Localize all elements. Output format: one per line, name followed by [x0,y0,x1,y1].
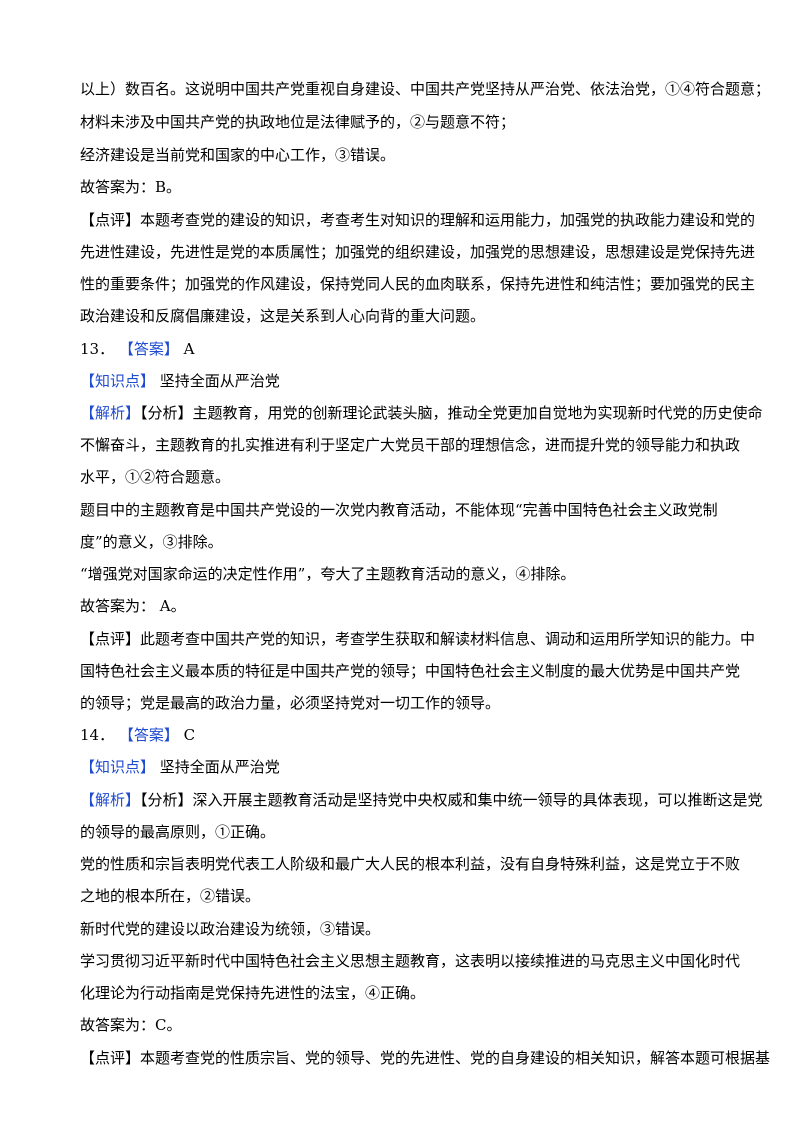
text-line: 以上）数百名。这说明中国共产党重视自身建设、中国共产党坚持从严治党、依法治党，①… [80,80,771,98]
text-line: 性的重要条件；加强党的作风建设，保持党同人民的血肉联系，保持先进性和纯洁性；要加… [80,275,756,293]
answer-value: C [183,726,196,744]
q14-knowledge-line: 【知识点】 坚持全面从严治党 [80,756,728,778]
answer-value: A [183,340,195,358]
answer-tag: 【答案】 [118,726,179,744]
q14-analysis-line: 【解析】【分析】深入开展主题教育活动是坚持党中央权威和集中统一领导的具体表现，可… [80,789,763,811]
text-line: 先进性建设，先进性是党的本质属性；加强党的组织建设，加强党的思想建设，思想建设是… [80,243,756,261]
text-line: 的领导的最高原则，①正确。 [80,823,276,841]
text-line: 的领导；党是最高的政治力量，必须坚持党对一切工作的领导。 [80,694,501,712]
text-line: 不懈奋斗，主题教育的扎实推进有利于坚定广大党员干部的理想信念，进而提升党的领导能… [80,436,741,454]
knowledge-tag: 【知识点】 [80,372,156,390]
analysis-text: 【分析】主题教育，用党的创新理论武装头脑，推动全党更加自觉地为实现新时代党的历史… [140,404,763,422]
text-line: 故答案为： A。 [80,597,186,615]
text-line: 水平，①②符合题意。 [80,468,231,486]
text-line: “增强党对国家命运的决定性作用”，夸大了主题教育活动的意义，④排除。 [80,565,576,583]
text-line: 度”的意义，③排除。 [80,533,223,551]
answer-tag: 【答案】 [118,340,179,358]
text-line: 党的性质和宗旨表明党代表工人阶级和最广大人民的根本利益，没有自身特殊利益，这是党… [80,855,741,873]
q13-knowledge-line: 【知识点】 坚持全面从严治党 [80,370,728,392]
analysis-tag: 【解析】 [80,791,141,809]
text-line: 故答案为：B。 [80,178,182,196]
q13-analysis-line: 【解析】【分析】主题教育，用党的创新理论武装头脑，推动全党更加自觉地为实现新时代… [80,402,763,424]
text-line: 题目中的主题教育是中国共产党设的一次党内教育活动，不能体现“完善中国特色社会主义… [80,501,718,519]
question-number: 14． [80,726,115,744]
text-line: 【点评】本题考查党的性质宗旨、党的领导、党的先进性、党的自身建设的相关知识，解答… [80,1049,771,1067]
text-line: 国特色社会主义最本质的特征是中国共产党的领导；中国特色社会主义制度的最大优势是中… [80,662,741,680]
text-line: 【点评】本题考查党的建设的知识，考查考生对知识的理解和运用能力，加强党的执政能力… [80,211,756,229]
text-line: 政治建设和反腐倡廉建设，这是关系到人心向背的重大问题。 [80,307,486,325]
analysis-text: 【分析】深入开展主题教育活动是坚持党中央权威和集中统一领导的具体表现，可以推断这… [140,791,763,809]
text-line: 经济建设是当前党和国家的中心工作，③错误。 [80,146,396,164]
q14-answer-line: 14． 【答案】 C [80,724,728,746]
text-line: 材料未涉及中国共产党的执政地位是法律赋予的，②与题意不符； [80,113,516,131]
knowledge-value: 坚持全面从严治党 [159,758,280,776]
text-line: 学习贯彻习近平新时代中国特色社会主义思想主题教育，这表明以接续推进的马克思主义中… [80,952,741,970]
knowledge-tag: 【知识点】 [80,758,156,776]
text-line: 故答案为：C。 [80,1016,182,1034]
analysis-tag: 【解析】 [80,404,141,422]
text-line: 【点评】此题考查中国共产党的知识，考查学生获取和解读材料信息、调动和运用所学知识… [80,630,756,648]
q13-answer-line: 13． 【答案】 A [80,338,728,360]
question-number: 13． [80,340,115,358]
text-line: 新时代党的建设以政治建设为统领，③错误。 [80,920,381,938]
text-line: 化理论为行动指南是党保持先进性的法宝，④正确。 [80,984,426,1002]
knowledge-value: 坚持全面从严治党 [159,372,280,390]
text-line: 之地的根本所在，②错误。 [80,887,261,905]
